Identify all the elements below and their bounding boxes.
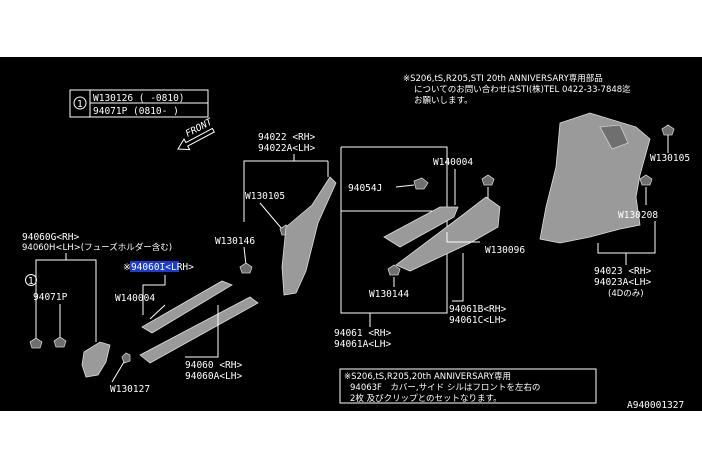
label-94054j: 94054J — [348, 183, 382, 194]
note-bottom-line-2: 94063F カバー,サイド シルはフロントを左右の — [350, 382, 540, 393]
label-94060a: 94060A<LH> — [185, 371, 242, 382]
side-sill-part — [139, 296, 259, 364]
label-w140004-mid: W140004 — [433, 157, 473, 168]
legend-number: 1 — [77, 99, 83, 110]
clip-part — [661, 124, 675, 136]
clip-part — [239, 262, 253, 274]
clip-part — [481, 174, 495, 186]
legend-row-1: W130126 ( -0810) — [93, 93, 185, 104]
label-94060g: 94060G<RH> — [22, 232, 79, 243]
callout-circle-left — [25, 274, 37, 286]
callout-circle — [73, 96, 87, 110]
highlight-94060i — [130, 261, 179, 272]
note-top-line-1: ※S206,tS,R205,STI 20th ANNIVERSARY専用部品 — [403, 73, 603, 84]
rear-sill-part — [383, 206, 459, 248]
label-94022: 94022 <RH> — [258, 132, 315, 143]
note-bottom-line-3: 2枚 及びクリップとのセットなります。 — [350, 393, 502, 404]
clip-part — [387, 264, 401, 276]
label-94060i: ※94060I<LRH> — [123, 262, 194, 273]
legend-box: 1 W130126 ( -0810) 94071P (0810- ) — [69, 89, 209, 118]
label-94071p: 94071P — [33, 292, 68, 303]
rear-trim-part — [395, 196, 501, 272]
label-w130208: W130208 — [618, 210, 658, 221]
clip-part — [29, 337, 43, 349]
label-w130146: W130146 — [215, 236, 255, 247]
label-94023: 94023 <RH> — [594, 266, 651, 277]
label-w130105-right: W130105 — [650, 153, 690, 164]
callout-1-left: 1 — [28, 276, 34, 287]
label-w130105-left: W130105 — [245, 191, 285, 202]
quarter-trim-part — [539, 112, 651, 244]
diagram-id: A940001327 — [627, 400, 684, 411]
bottom-note-box: ※S206,tS,R205,20th ANNIVERSARY専用 94063F … — [339, 368, 597, 404]
fuse-cover-part — [81, 341, 111, 378]
label-94022a: 94022A<LH> — [258, 143, 315, 154]
clip-part — [413, 177, 429, 190]
quarter-trim-detail — [599, 124, 629, 150]
diagram-canvas: ※S206,tS,R205,STI 20th ANNIVERSARY専用部品 に… — [22, 73, 690, 411]
label-94061b: 94061B<RH> — [449, 304, 506, 315]
arrow-icon — [177, 127, 215, 151]
sill-cover-part — [141, 280, 233, 334]
legend-row-2: 94071P (0810- ) — [93, 106, 179, 117]
clip-part — [639, 174, 653, 186]
front-label: FRONT — [184, 116, 216, 140]
parts-diagram: ※S206,tS,R205,STI 20th ANNIVERSARY専用部品 に… — [0, 57, 702, 411]
label-94061: 94061 <RH> — [334, 328, 391, 339]
label-94061c: 94061C<LH> — [449, 315, 506, 326]
note-top-line-2: についてのお問い合わせはSTI(株)TEL 0422-33-7848迄 — [414, 84, 631, 95]
label-94023a: 94023A<LH> — [594, 277, 651, 288]
clip-part — [53, 336, 67, 348]
front-arrow: FRONT — [177, 116, 216, 151]
note-frame — [339, 368, 597, 404]
clip-part — [121, 352, 131, 364]
label-94060h: 94060H<LH>(フューズホルダー含む) — [22, 242, 172, 253]
label-w130127: W130127 — [110, 384, 150, 395]
label-w130144: W130144 — [369, 289, 409, 300]
label-94060: 94060 <RH> — [185, 360, 242, 371]
note-top-line-3: お願いします。 — [414, 96, 473, 106]
label-4d-only: (4Dのみ) — [608, 289, 644, 299]
label-94061a: 94061A<LH> — [334, 339, 391, 350]
label-w130096: W130096 — [485, 245, 525, 256]
pillar-trim-part — [281, 176, 337, 296]
note-bottom-line-1: ※S206,tS,R205,20th ANNIVERSARY専用 — [344, 371, 511, 382]
group-bracket — [340, 146, 448, 314]
label-w140004-left: W140004 — [115, 293, 155, 304]
